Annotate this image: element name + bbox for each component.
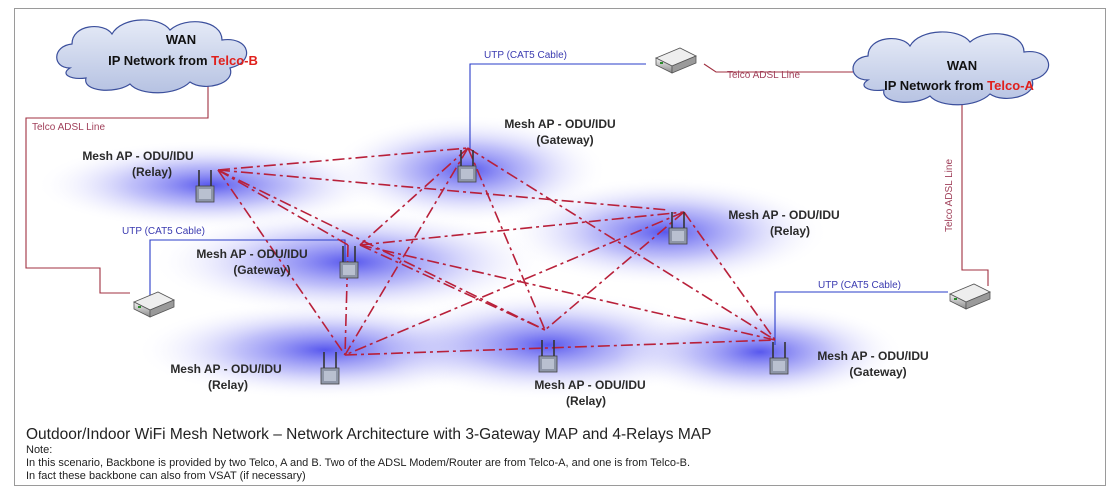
node-mid-gateway-role: (Gateway) (233, 263, 290, 277)
note-line-1: In this scenario, Backbone is provided b… (26, 457, 691, 469)
cloud-telco-a: WAN IP Network from Telco-A (852, 31, 1050, 106)
node-top-gateway-role: (Gateway) (536, 133, 593, 147)
node-right-relay-name: Mesh AP - ODU/IDU (728, 208, 839, 222)
cloud-b-line2: IP Network from Telco-B (108, 53, 258, 68)
adsl-top-label: Telco ADSL Line (727, 70, 800, 81)
node-bottom-relay-mid-name: Mesh AP - ODU/IDU (534, 378, 645, 392)
node-left-relay-role: (Relay) (132, 165, 172, 179)
caption-title: Outdoor/Indoor WiFi Mesh Network – Netwo… (26, 426, 712, 443)
node-right-relay-role: (Relay) (770, 224, 810, 238)
cloud-telco-b: WAN IP Network from Telco-B (56, 19, 258, 94)
node-bottom-relay-mid-role: (Relay) (566, 394, 606, 408)
note-label: Note: (26, 444, 53, 456)
caption: Outdoor/Indoor WiFi Mesh Network – Netwo… (26, 426, 1096, 483)
utp-left-label: UTP (CAT5 Cable) (122, 226, 205, 237)
node-left-relay-name: Mesh AP - ODU/IDU (82, 149, 193, 163)
node-top-gateway-name: Mesh AP - ODU/IDU (504, 117, 615, 131)
node-bottom-gateway-role: (Gateway) (849, 365, 906, 379)
cloud-a-line2: IP Network from Telco-A (884, 78, 1034, 93)
modem-telco-a-right-icon (949, 283, 991, 310)
cables (25, 63, 989, 345)
cloud-b-line1: WAN (166, 32, 196, 47)
utp-top-label: UTP (CAT5 Cable) (484, 50, 567, 61)
modem-telco-b-icon (133, 291, 175, 318)
cloud-shape (56, 19, 248, 94)
mesh-links (217, 147, 776, 356)
node-labels: Mesh AP - ODU/IDU (Gateway) Mesh AP - OD… (82, 117, 928, 408)
adsl-left-label: Telco ADSL Line (32, 122, 105, 133)
cloud-shape (852, 31, 1050, 106)
node-bottom-gateway-name: Mesh AP - ODU/IDU (817, 349, 928, 363)
modem-telco-a-top-icon (655, 47, 697, 74)
node-bottom-relay-left-role: (Relay) (208, 378, 248, 392)
note-line-2: In fact these backbone can also from VSA… (26, 470, 306, 482)
cloud-a-line1: WAN (947, 58, 977, 73)
node-bottom-relay-left-name: Mesh AP - ODU/IDU (170, 362, 281, 376)
node-mid-gateway-name: Mesh AP - ODU/IDU (196, 247, 307, 261)
utp-right-label: UTP (CAT5 Cable) (818, 280, 901, 291)
adsl-right-label: Telco ADSL Line (944, 159, 955, 232)
